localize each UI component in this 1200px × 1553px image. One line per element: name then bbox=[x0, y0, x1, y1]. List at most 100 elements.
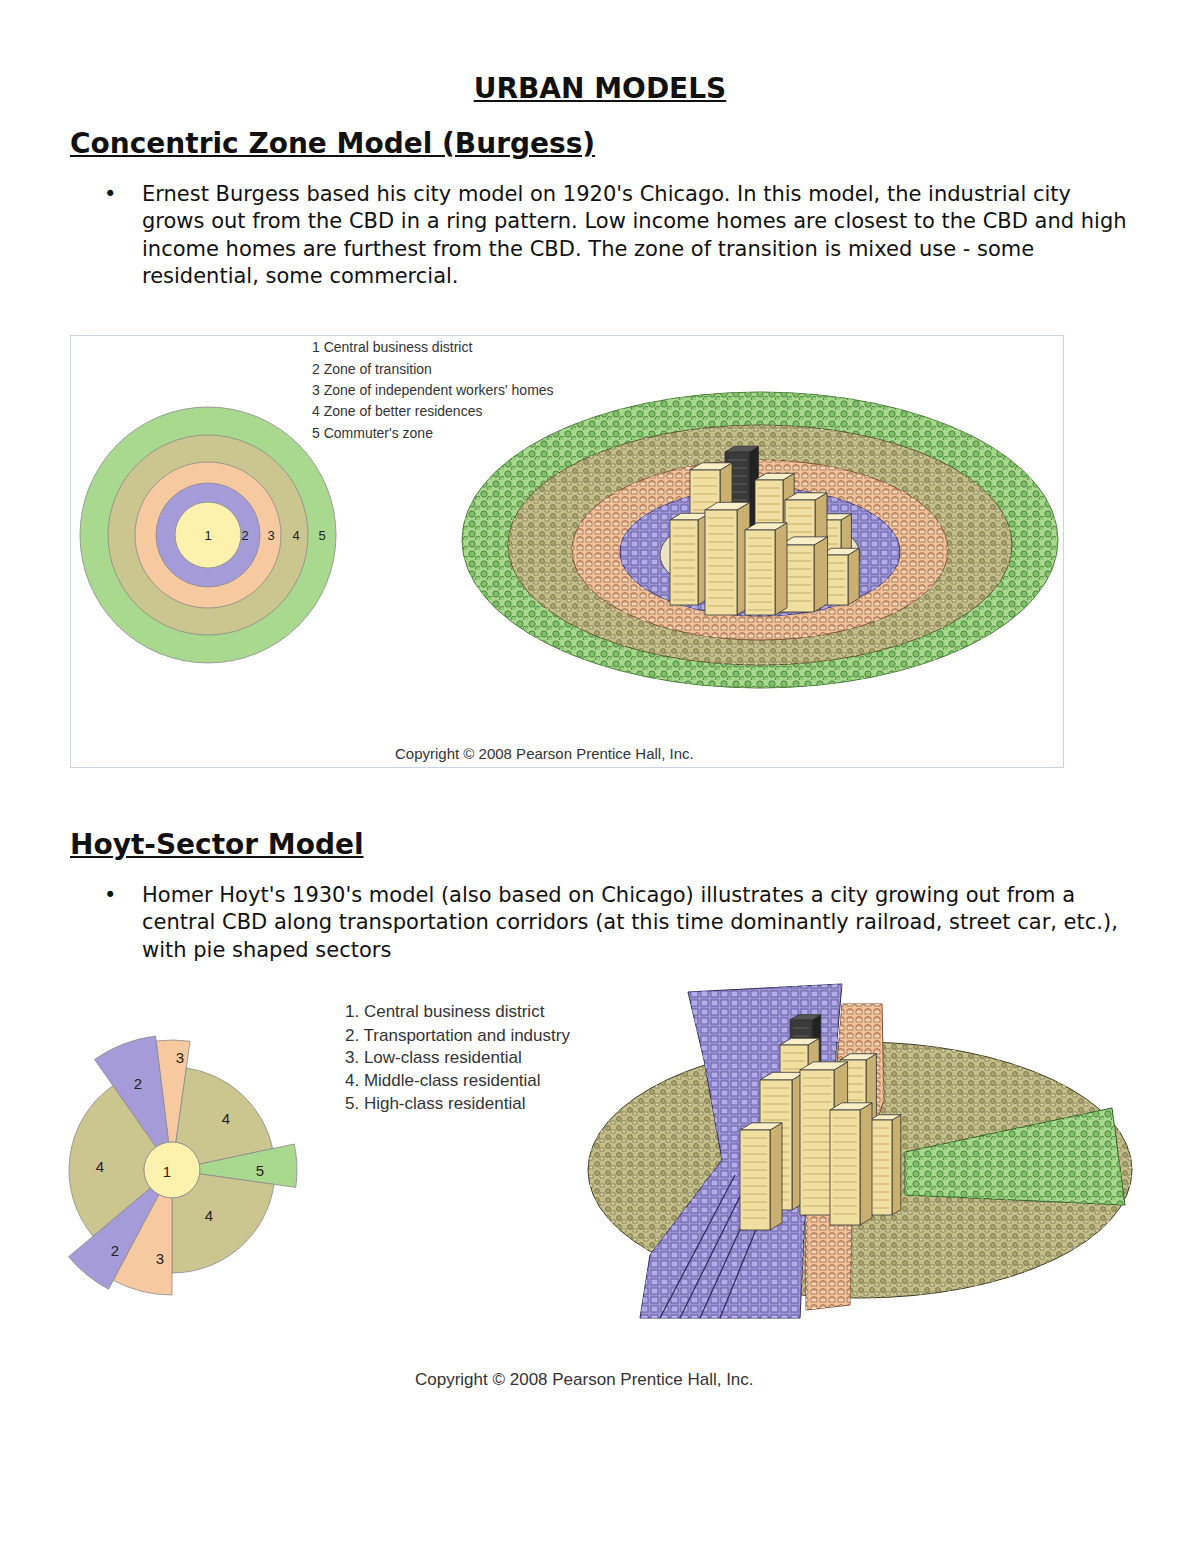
illustration-part bbox=[748, 554, 772, 555]
illustration-part bbox=[748, 610, 772, 611]
illustration-part bbox=[708, 526, 734, 527]
zone-fill bbox=[80, 407, 336, 663]
illustration-part bbox=[803, 1118, 831, 1119]
illustration-part bbox=[833, 1182, 857, 1183]
key-item: 4 Zone of better residences bbox=[312, 403, 482, 421]
key-item: 4. Middle-class residential bbox=[345, 1070, 541, 1091]
illustration-part bbox=[508, 425, 1012, 665]
illustration-part bbox=[873, 1128, 889, 1129]
illustration-part bbox=[743, 1146, 767, 1147]
key-item: 3 Zone of independent workers' homes bbox=[312, 382, 554, 400]
illustration-part bbox=[748, 594, 772, 595]
illustration-part bbox=[833, 1134, 857, 1135]
illustration-part bbox=[640, 984, 842, 1318]
better-residences-ring: 4321 bbox=[80, 407, 336, 663]
building bbox=[745, 523, 787, 615]
zone-fill bbox=[172, 1174, 274, 1273]
illustration-part bbox=[833, 1214, 857, 1215]
illustration-part bbox=[708, 550, 734, 551]
illustration-part bbox=[708, 558, 734, 559]
illustration-part bbox=[873, 1168, 889, 1169]
illustration-part bbox=[775, 523, 787, 615]
illustration-part bbox=[833, 1206, 857, 1207]
illustration-part bbox=[833, 1158, 857, 1159]
illustration-part bbox=[708, 534, 734, 535]
illustration-part bbox=[833, 1126, 857, 1127]
illustration-part bbox=[708, 582, 734, 583]
illustration-part bbox=[803, 1086, 831, 1087]
illustration-part bbox=[708, 598, 734, 599]
bullet: • bbox=[104, 882, 116, 908]
illustration-part bbox=[693, 502, 717, 503]
illustration-part bbox=[755, 473, 794, 480]
illustration-part bbox=[840, 1054, 876, 1060]
illustration-part bbox=[745, 530, 775, 615]
illustration-part bbox=[800, 1062, 848, 1070]
commuter-zone-ring: 54321 bbox=[80, 407, 336, 663]
illustration-part bbox=[708, 574, 734, 575]
illustration-part bbox=[743, 1154, 767, 1155]
paragraph: Ernest Burgess based his city model on 1… bbox=[142, 181, 1127, 290]
zone-fill bbox=[113, 1195, 172, 1295]
illustration-part bbox=[572, 460, 948, 640]
illustration-part bbox=[758, 520, 780, 521]
illustration-part bbox=[873, 1176, 889, 1177]
illustration-part bbox=[640, 984, 842, 1318]
illustration-part bbox=[763, 1120, 789, 1121]
building bbox=[670, 513, 709, 605]
illustration-part bbox=[860, 1103, 872, 1225]
illustration-part bbox=[833, 1150, 857, 1151]
illustration-part bbox=[763, 1088, 789, 1089]
illustration-part bbox=[673, 576, 695, 577]
illustration-part bbox=[673, 552, 695, 553]
illustration-part bbox=[748, 578, 772, 579]
zone-fill bbox=[108, 435, 308, 635]
illustration-part bbox=[803, 1182, 831, 1183]
illustration-part bbox=[803, 1102, 831, 1103]
illustration-part bbox=[743, 1138, 767, 1139]
key-item: 1 Central business district bbox=[312, 339, 472, 357]
illustration-part bbox=[728, 460, 746, 461]
illustration-part bbox=[705, 510, 737, 615]
illustration-part bbox=[763, 1104, 789, 1105]
illustration-part bbox=[783, 1061, 805, 1062]
zone-number: 3 bbox=[267, 528, 274, 543]
illustration-part bbox=[673, 592, 695, 593]
illustration-part bbox=[758, 488, 780, 489]
illustration-part bbox=[763, 1112, 789, 1113]
illustration-part bbox=[830, 1103, 872, 1110]
illustration-part bbox=[673, 536, 695, 537]
illustration-part bbox=[705, 502, 750, 510]
illustration-part bbox=[708, 542, 734, 543]
illustration-part bbox=[803, 1174, 831, 1175]
illustration-part bbox=[833, 1118, 857, 1119]
illustration-part bbox=[870, 1115, 901, 1120]
illustration-part bbox=[803, 1134, 831, 1135]
illustration-part bbox=[788, 508, 812, 509]
illustration-part bbox=[780, 1038, 819, 1045]
illustration-part bbox=[788, 516, 812, 517]
illustration-part bbox=[788, 532, 812, 533]
key-item: 1. Central business district bbox=[345, 1001, 544, 1022]
illustration-part bbox=[873, 1208, 889, 1209]
illustration-part bbox=[660, 1175, 735, 1318]
illustration-part bbox=[758, 504, 780, 505]
illustration-part bbox=[793, 1036, 809, 1037]
zone-number: 2 bbox=[111, 1242, 119, 1259]
illustration-part bbox=[743, 1218, 767, 1219]
illustration-part bbox=[800, 1070, 834, 1215]
illustration-part bbox=[743, 1202, 767, 1203]
illustration-part bbox=[572, 460, 948, 640]
illustration-part bbox=[708, 590, 734, 591]
key-item: 2 Zone of transition bbox=[312, 361, 432, 379]
illustration-part bbox=[803, 1094, 831, 1095]
illustration-part bbox=[803, 1126, 831, 1127]
key-item: 3. Low-class residential bbox=[345, 1047, 522, 1068]
zone-number: 1 bbox=[204, 528, 211, 543]
illustration-part bbox=[848, 548, 859, 605]
illustration-part bbox=[760, 1072, 805, 1080]
zone-number: 4 bbox=[96, 1158, 104, 1175]
illustration-part bbox=[873, 1160, 889, 1161]
illustration-part bbox=[725, 446, 759, 452]
